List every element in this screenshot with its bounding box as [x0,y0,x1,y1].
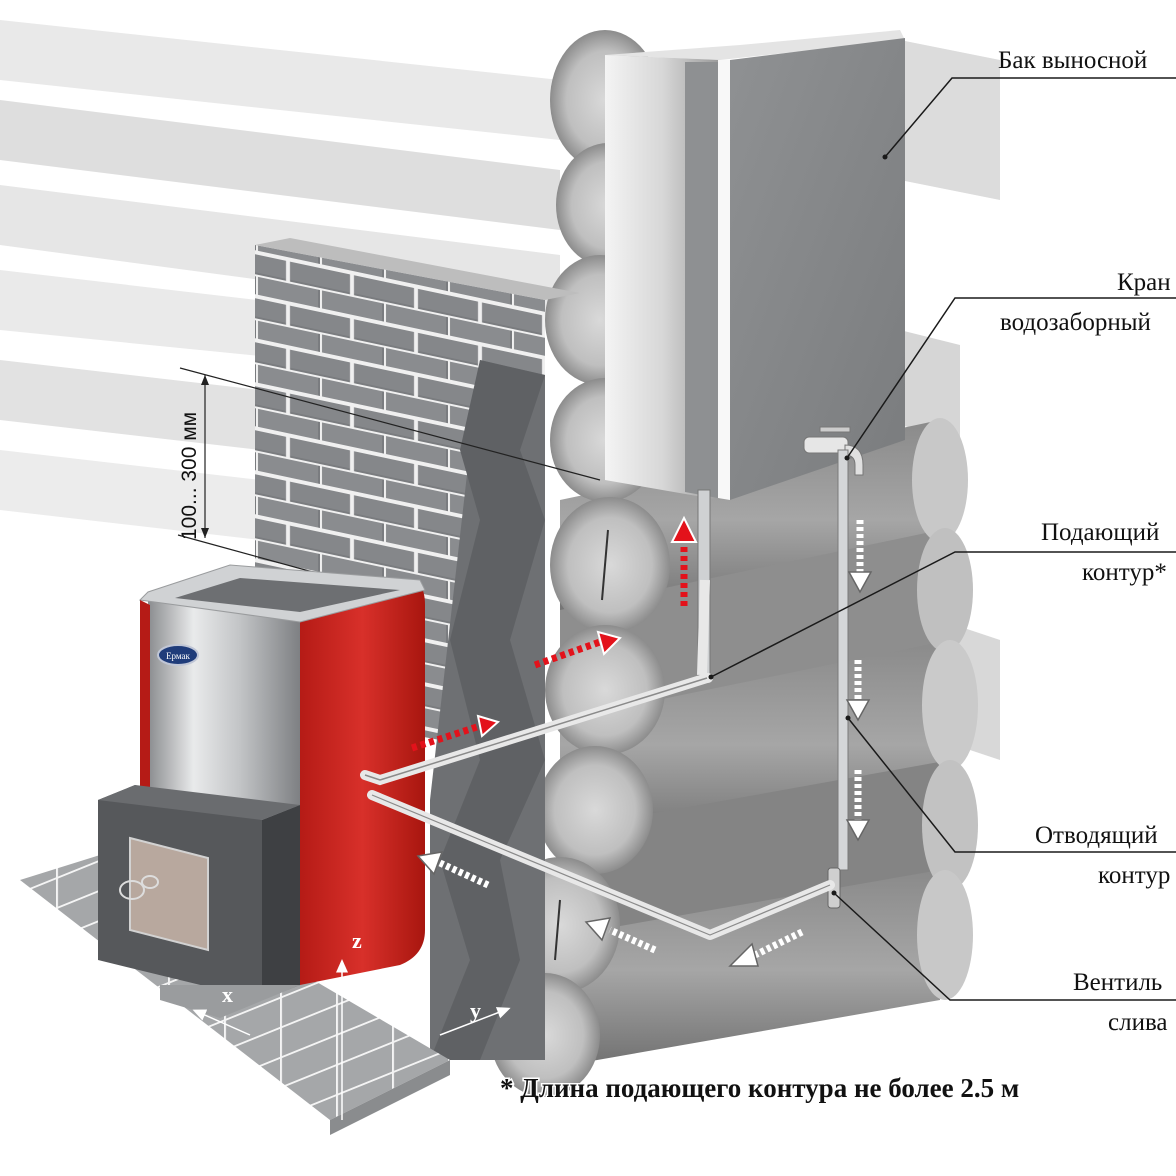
door-handle-icon [119,875,159,900]
callout-tank: Бак выносной [882,47,1176,160]
cold-arrow-3 [845,770,871,842]
label-return-line2: контур [1098,862,1170,889]
sauna-stove: Ермак [98,564,426,1018]
label-supply-line2: контур* [1082,559,1167,586]
callout-return: Отводящий контур [845,715,1176,889]
label-supply-line1: Подающий [1041,519,1159,546]
dimension-label: 100... 300 мм [178,412,201,540]
dimension-annotation: 100... 300 мм [177,367,601,586]
label-drain-line1: Вентиль [1073,969,1162,996]
label-faucet-line1: Кран [1117,269,1171,296]
stove-brand-logo: Ермак [166,651,190,661]
cold-arrow-4 [416,851,490,889]
hot-arrow-3 [670,515,698,606]
axis-label-y: y [470,998,481,1023]
cold-arrow-2 [845,660,871,722]
cold-arrow-6 [728,928,804,967]
label-return-line1: Отводящий [1035,822,1158,849]
callout-faucet: Кран водозаборный [844,269,1176,461]
axis-label-z: z [352,928,362,953]
footnote: * Длина подающего контура не более 2.5 м [500,1073,1019,1103]
axis-label-x: x [222,982,233,1007]
callout-drain: Вентиль слива [831,890,1176,1036]
coordinate-axes: z x y [192,928,511,1120]
hot-arrow-1 [410,714,501,752]
label-drain-line2: слива [1108,1009,1168,1036]
label-faucet-line2: водозаборный [1000,309,1151,336]
return-pipe [367,790,835,940]
hot-flow-arrows [410,515,698,752]
external-tank [605,30,905,676]
label-tank: Бак выносной [998,47,1147,74]
supply-pipe [360,579,713,786]
cold-arrow-1 [847,520,873,594]
cold-arrow-5 [584,917,657,954]
callout-supply: Подающий контур* [708,519,1176,680]
hot-arrow-2 [533,630,622,669]
cold-flow-arrows [416,520,873,967]
